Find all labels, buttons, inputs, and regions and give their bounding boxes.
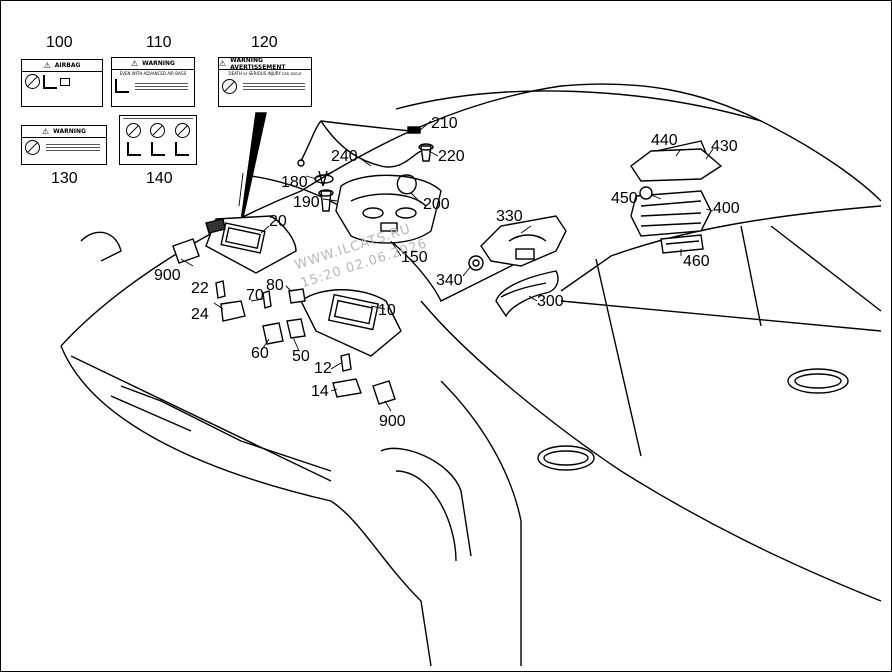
no-child-seat-icon — [150, 123, 166, 138]
callout-900-left[interactable]: 900 — [154, 267, 181, 284]
no-child-seat-icon — [25, 74, 40, 89]
wiring-harness — [297, 120, 422, 168]
callout-210[interactable]: 210 — [431, 115, 458, 132]
callout-100[interactable]: 100 — [46, 34, 73, 51]
sun-visor-left — [205, 215, 297, 274]
seat-icon — [126, 142, 141, 156]
callout-450[interactable]: 450 — [611, 190, 638, 207]
callout-220[interactable]: 220 — [438, 148, 465, 165]
callout-70[interactable]: 70 — [246, 287, 264, 304]
callout-200[interactable]: 200 — [423, 196, 450, 213]
callout-14[interactable]: 14 — [311, 383, 329, 400]
callout-60[interactable]: 60 — [251, 345, 269, 362]
warning-triangle-icon: ⚠ — [43, 61, 51, 70]
car-body-outline — [60, 83, 882, 667]
callout-400[interactable]: 400 — [713, 200, 740, 217]
callout-20[interactable]: 20 — [269, 213, 287, 230]
seat-icon — [175, 142, 190, 156]
label-card-title: WARNING — [142, 60, 175, 67]
pointer-wedge-120 — [238, 112, 267, 237]
label-card-title: WARNING — [53, 128, 86, 135]
seat-icon — [43, 74, 57, 89]
manual-icon — [60, 77, 70, 86]
callout-80[interactable]: 80 — [266, 277, 284, 294]
warning-label-120: ⚠ WARNING AVERTISSEMENT DEATH or SERIOUS… — [218, 57, 312, 107]
warning-triangle-icon: ⚠ — [131, 59, 139, 68]
rear-lamp-assembly — [630, 140, 723, 254]
callout-460[interactable]: 460 — [683, 253, 710, 270]
label-card-subtitle: EVEN WITH ADVANCED AIR BAGS — [119, 71, 187, 76]
callout-300[interactable]: 300 — [537, 293, 564, 310]
callout-240[interactable]: 240 — [331, 148, 358, 165]
callout-140[interactable]: 140 — [146, 170, 173, 187]
label-card-subtitle: DEATH or SERIOUS INJURY can occur — [228, 71, 302, 76]
no-child-seat-icon — [174, 123, 190, 138]
callout-150[interactable]: 150 — [401, 249, 428, 266]
seat-icon — [115, 79, 129, 93]
seat-icon — [150, 142, 165, 156]
warning-label-110: ⚠ WARNING EVEN WITH ADVANCED AIR BAGS — [111, 57, 195, 107]
callout-130[interactable]: 130 — [51, 170, 78, 187]
door-handles — [537, 368, 849, 471]
warning-tags — [172, 238, 396, 405]
callout-440[interactable]: 440 — [651, 132, 678, 149]
label-card-title: AIRBAG — [54, 62, 81, 69]
callout-180[interactable]: 180 — [281, 174, 308, 191]
callout-190[interactable]: 190 — [293, 194, 320, 211]
callout-900-right[interactable]: 900 — [379, 413, 406, 430]
no-child-seat-icon — [222, 79, 237, 94]
warning-triangle-icon: ⚠ — [219, 59, 227, 68]
clips-and-holders — [215, 280, 362, 398]
warning-triangle-icon: ⚠ — [42, 127, 50, 136]
warning-label-140 — [119, 115, 197, 165]
callout-50[interactable]: 50 — [292, 348, 310, 365]
grab-handle-assembly — [468, 215, 567, 318]
callout-10[interactable]: 10 — [378, 302, 396, 319]
leader-lines — [180, 120, 714, 412]
callout-430[interactable]: 430 — [711, 138, 738, 155]
callout-110[interactable]: 110 — [146, 34, 172, 51]
callout-120[interactable]: 120 — [251, 34, 278, 51]
no-child-seat-icon — [126, 123, 142, 138]
warning-label-130: ⚠ WARNING — [21, 125, 107, 165]
sun-visor-right — [300, 289, 402, 357]
callout-22[interactable]: 22 — [191, 280, 209, 297]
callout-330[interactable]: 330 — [496, 208, 523, 225]
no-child-seat-icon — [25, 140, 40, 155]
callout-24[interactable]: 24 — [191, 306, 209, 323]
warning-label-100: ⚠ AIRBAG — [21, 59, 103, 107]
overhead-console — [335, 174, 442, 244]
callout-340[interactable]: 340 — [436, 272, 463, 289]
callout-12[interactable]: 12 — [314, 360, 332, 377]
label-card-title: WARNING AVERTISSEMENT — [230, 57, 286, 71]
